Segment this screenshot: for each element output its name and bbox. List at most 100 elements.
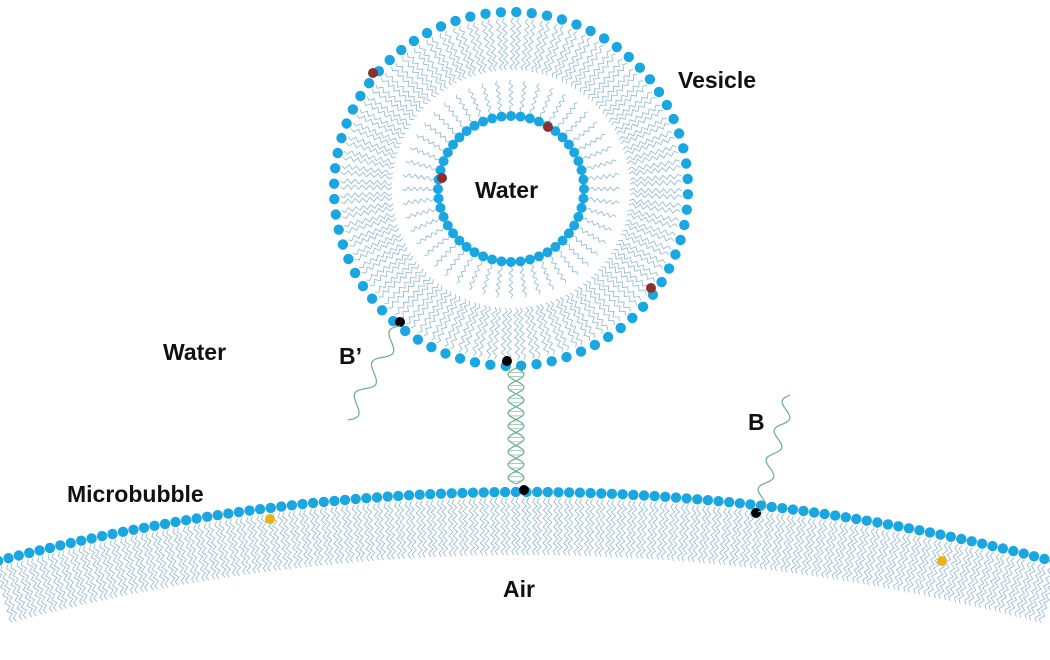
lipid-tail	[994, 556, 1011, 612]
lipid-headgroup	[347, 104, 359, 115]
lipid-tail	[616, 109, 664, 135]
marker-dot	[519, 485, 529, 495]
lipid-headgroup	[24, 547, 35, 559]
lipid-headgroup	[679, 219, 690, 231]
lipid-tail	[616, 243, 663, 269]
lipid-tail	[586, 159, 617, 170]
lipid-headgroup	[433, 184, 443, 194]
marker-dot	[265, 514, 275, 524]
lipid-tail	[790, 516, 803, 574]
lipid-tail	[923, 539, 939, 596]
lipid-headgroup	[556, 14, 568, 25]
lipid-headgroup	[467, 487, 479, 498]
lipid-headgroup	[745, 499, 756, 510]
lipid-tail	[552, 498, 559, 556]
lipid-tail	[588, 498, 596, 557]
lipid-tail	[1014, 561, 1032, 617]
lipid-tail	[369, 255, 414, 286]
outer-water-label: Water	[163, 339, 226, 365]
lipid-tail	[566, 243, 589, 267]
lipid-tail	[611, 97, 656, 126]
lipid-tail	[577, 498, 585, 556]
lipid-headgroup	[461, 241, 472, 252]
lipid-headgroup	[337, 239, 349, 250]
lipid-headgroup	[576, 165, 587, 176]
lipid-tail	[594, 499, 602, 557]
lipid-tail	[749, 511, 760, 569]
lipid-tail	[557, 498, 564, 556]
lipid-tail	[410, 218, 440, 232]
lipid-headgroup	[371, 492, 383, 503]
lipid-headgroup	[997, 543, 1009, 554]
lipid-tail	[361, 247, 408, 274]
lipid-tail	[602, 80, 644, 114]
lipid-tail	[51, 553, 68, 609]
marker-dot	[646, 283, 656, 293]
lipid-tail	[524, 306, 535, 359]
lipid-tail	[235, 518, 248, 576]
lipid-tail	[374, 260, 417, 293]
lipid-headgroup	[585, 487, 596, 499]
lipid-tail	[927, 540, 943, 597]
lipid-headgroup	[487, 113, 498, 124]
lipid-tail	[882, 531, 897, 589]
lipid-tail	[444, 298, 467, 348]
lipid-tail	[964, 548, 980, 605]
lipid-tail	[72, 548, 88, 605]
lipid-tail	[574, 289, 603, 334]
lipid-tail	[456, 94, 473, 122]
lipid-tail	[423, 291, 451, 337]
lipid-tail	[334, 506, 345, 564]
lipid-tail	[388, 271, 427, 309]
lipid-headgroup	[170, 516, 181, 528]
lipid-tail	[629, 192, 683, 200]
lipid-headgroup	[638, 490, 650, 501]
lipid-tail	[352, 122, 402, 145]
lipid-headgroup	[426, 341, 437, 353]
lipid-headgroup	[457, 487, 468, 499]
lipid-tail	[578, 227, 606, 244]
lipid-headgroup	[330, 163, 341, 174]
lipid-tail	[561, 34, 586, 82]
lipid-tail	[784, 515, 796, 573]
lipid-tail	[629, 187, 683, 194]
lipid-tail	[618, 239, 666, 264]
lipid-tail	[541, 24, 558, 75]
lipid-tail	[774, 514, 786, 572]
lipid-tail	[444, 250, 464, 276]
lipid-tail	[515, 497, 521, 556]
lipid-tail	[622, 131, 673, 150]
lipid-tail	[539, 87, 553, 117]
lipid-headgroup	[212, 510, 223, 521]
lipid-tail	[451, 499, 459, 557]
lipid-headgroup	[573, 211, 584, 222]
microbubble-shell	[0, 485, 1050, 624]
lipid-headgroup	[598, 33, 610, 44]
lipid-tail	[347, 223, 398, 242]
lipid-headgroup	[702, 495, 714, 506]
lipid-headgroup	[117, 526, 129, 537]
lipid-tail	[821, 520, 834, 578]
lipid-tail	[567, 498, 574, 556]
lipid-headgroup	[355, 90, 366, 102]
lipid-headgroup	[526, 8, 537, 19]
lipid-tail	[626, 145, 677, 161]
lipid-tail	[866, 528, 880, 586]
lipid-headgroup	[819, 508, 830, 520]
lipid-tail	[1024, 563, 1042, 620]
lipid-tail	[620, 233, 670, 256]
lipid-tail	[519, 266, 528, 298]
lipid-tail	[109, 540, 125, 597]
marker-dot	[502, 356, 512, 366]
lipid-tail	[324, 507, 335, 565]
lipid-tail	[517, 307, 527, 360]
vesicle	[328, 6, 694, 372]
lipid-tail	[513, 307, 521, 361]
lipid-headgroup	[574, 487, 586, 498]
lipid-headgroup	[510, 486, 521, 498]
lipid-headgroup	[576, 202, 587, 213]
lipid-tail	[26, 559, 44, 615]
lipid-tail	[841, 524, 855, 581]
lipid-headgroup	[384, 54, 395, 66]
lipid-tail	[377, 503, 386, 561]
